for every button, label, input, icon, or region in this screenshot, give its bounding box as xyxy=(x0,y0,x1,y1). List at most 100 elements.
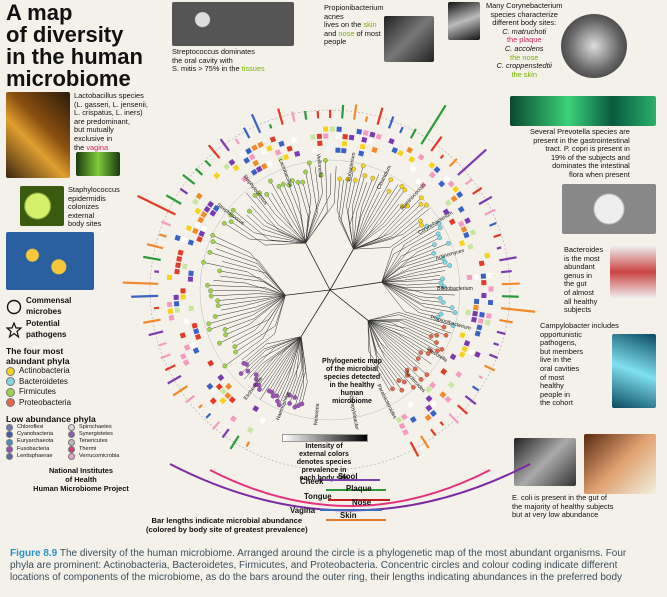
ring-cell xyxy=(456,191,464,199)
tree-tip xyxy=(253,382,258,388)
ring-cell xyxy=(463,231,470,239)
abundance-bar xyxy=(448,413,460,424)
abundance-bar xyxy=(489,221,497,227)
tree-branch xyxy=(367,320,428,375)
tree-tip xyxy=(418,218,423,224)
ring-cell xyxy=(467,243,474,250)
abundance-bar xyxy=(409,128,417,139)
abundance-bar xyxy=(493,342,500,347)
tree-branch xyxy=(208,295,286,324)
ring-cell xyxy=(188,270,194,277)
tree-branch xyxy=(225,295,286,335)
tree-tip xyxy=(388,177,394,182)
abundance-bar xyxy=(172,385,188,397)
ring-cell xyxy=(166,301,173,308)
ring-cell xyxy=(251,144,258,152)
tree-tip xyxy=(440,276,445,282)
ring-cell xyxy=(191,322,198,329)
prevotella-micrograph xyxy=(510,96,656,126)
phylum-color-dot xyxy=(6,438,13,446)
campylobacter-annotation: Campylobacter includes opportunistic pat… xyxy=(540,321,619,408)
tree-tip xyxy=(215,298,220,304)
tree-branch xyxy=(305,242,331,291)
phylum-color-dot xyxy=(68,431,75,439)
phylum-color-dot xyxy=(6,377,15,387)
abundance-bar xyxy=(471,385,480,392)
ring-cell xyxy=(192,347,200,354)
tree-branch xyxy=(353,191,381,250)
tree-branch xyxy=(381,256,436,283)
phylum-name: Tenericutes xyxy=(79,438,108,445)
ring-cell xyxy=(473,274,480,280)
tree-tip xyxy=(428,334,434,339)
tree-tip xyxy=(360,163,366,169)
tree-tip xyxy=(442,259,448,265)
ring-cell xyxy=(488,286,494,292)
tree-branch xyxy=(367,320,391,392)
inner-ring xyxy=(199,159,461,421)
intensity-gradient xyxy=(282,434,368,442)
phylum-name: Fusobacteria xyxy=(17,445,50,452)
ring-cell xyxy=(425,385,433,393)
tree-tip xyxy=(437,295,443,301)
ring-cell xyxy=(174,268,180,275)
ring-cell xyxy=(477,318,484,325)
tree-tip xyxy=(399,184,405,189)
tree-branch xyxy=(215,294,286,317)
tree-branch xyxy=(305,166,320,244)
phylum-color-dot xyxy=(68,445,75,453)
ring-cell xyxy=(229,415,237,423)
tree-branch xyxy=(207,285,286,296)
abundance-bar xyxy=(496,246,502,250)
ring-cell xyxy=(166,274,173,281)
genus-label: Staphylococcus xyxy=(242,174,269,207)
ring-cell xyxy=(443,175,451,183)
ring-cell xyxy=(395,416,403,424)
tree-branch xyxy=(367,320,393,390)
tree-branch xyxy=(367,320,408,376)
ring-cell xyxy=(200,211,208,219)
phylum-color-dot xyxy=(6,431,13,439)
ring-cell xyxy=(358,150,365,157)
tree-tip xyxy=(434,332,440,338)
tree-branch xyxy=(234,295,286,347)
phylum-name: Bacteroidetes xyxy=(19,376,68,386)
tree-tip xyxy=(223,332,228,337)
tree-tip xyxy=(295,179,301,185)
phylum-name: Spirochaetes xyxy=(79,424,112,430)
tree-branch xyxy=(255,336,302,385)
tree-tip xyxy=(217,268,222,274)
site-stool: Stool xyxy=(338,472,358,481)
tree-tip xyxy=(418,350,424,355)
abundance-bar xyxy=(430,136,443,152)
tree-tip xyxy=(419,222,424,228)
tree-branch xyxy=(231,295,286,343)
ring-cell xyxy=(448,218,456,226)
staphylococcus-micrograph-2 xyxy=(6,232,94,290)
lactobacillus-micrograph xyxy=(6,92,70,178)
ring-cell xyxy=(219,397,227,405)
phylum-color-dot xyxy=(68,424,75,432)
ring-cell xyxy=(224,382,233,390)
ring-cell xyxy=(409,416,417,423)
tree-tip xyxy=(431,250,437,256)
ring-cell xyxy=(371,146,378,154)
tree-tip xyxy=(370,175,376,181)
ring-cell xyxy=(452,185,460,193)
abundance-bar xyxy=(496,330,506,335)
phylum-name: Verrucomicrobia xyxy=(79,452,120,459)
tree-tip xyxy=(436,221,442,226)
site-vagina: Vagina xyxy=(290,506,316,515)
legend-phylum-item: Proteobacteria xyxy=(6,398,166,409)
tree-tip xyxy=(228,212,234,218)
phylum-name: Proteobacteria xyxy=(19,397,72,407)
ring-cell xyxy=(176,255,183,262)
tree-branch xyxy=(269,336,302,392)
phylogenetic-circle-diagram: StreptococcusStaphylococcusLactobacillus… xyxy=(122,104,536,471)
ring-cell xyxy=(255,165,263,173)
ring-cell xyxy=(252,405,260,413)
abundance-bar xyxy=(165,194,182,205)
tree-tip xyxy=(404,367,410,373)
ring-cell xyxy=(447,381,455,389)
tree-branch xyxy=(381,281,459,291)
